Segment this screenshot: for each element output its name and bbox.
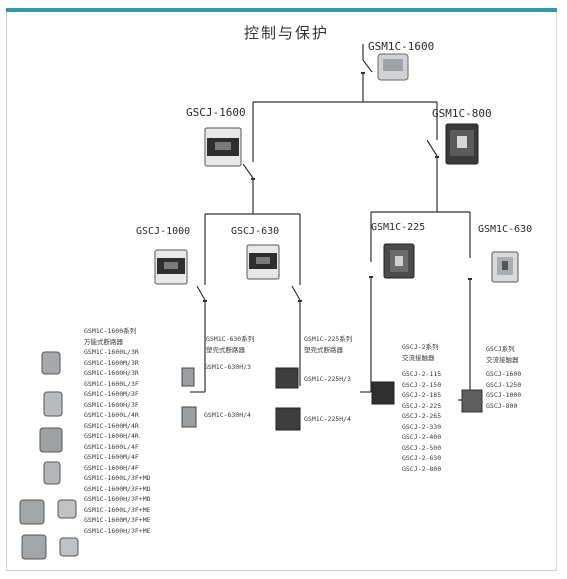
list-item: GSM1C-630H/4	[204, 411, 251, 419]
list-item: GSCJ-2-630	[402, 454, 442, 462]
list-item: GSCJ-2-400	[402, 433, 442, 441]
gscj-heading-1: GSCJ系列	[486, 345, 515, 353]
mccb-630-3p-device	[181, 367, 195, 387]
list-item: GSM1C-1600M/3R	[84, 358, 139, 367]
list-item: GSM1C-225H/3	[304, 375, 351, 383]
list-item: GSCJ-800	[486, 401, 518, 410]
list-item: GSM1C-1600H/3F+MD	[84, 495, 151, 503]
main-breaker-device	[377, 53, 409, 81]
list-item: GSCJ-2-115	[402, 370, 442, 378]
sub-4-device	[491, 251, 519, 283]
list-item: GSCJ-2-800	[402, 464, 442, 473]
sub-1-device	[154, 249, 188, 285]
list-item: GSM1C-1600H/3F+ME	[84, 526, 151, 535]
list-item: GSCJ-2-265	[402, 412, 442, 420]
mccb-225-heading-1: GSM1C-225系列	[304, 335, 353, 343]
list-item: GSCJ-2-500	[402, 443, 442, 452]
mccb-630-group-heading: GSM1C-630系列 塑壳式断路器	[206, 334, 254, 355]
branch-right-device	[445, 123, 479, 165]
diagram-title: 控制与保护	[244, 24, 330, 42]
switch-tick-sub-4	[468, 278, 472, 280]
list-item: GSM1C-1600L/3R	[84, 348, 139, 356]
list-item: GSM1C-1600L/3F+ME	[84, 505, 151, 514]
mccb-630-heading-1: GSM1C-630系列	[206, 335, 255, 343]
list-item: GSM1C-1600H/4F	[84, 463, 139, 472]
label-branch-right: GSM1C-800	[432, 107, 492, 120]
list-item: GSM1C-1600H/4R	[84, 432, 139, 440]
list-item: GSCJ-1600	[486, 370, 522, 378]
label-sub-2: GSCJ-630	[231, 226, 280, 237]
device-icons	[19, 53, 519, 560]
switch-sub-2	[291, 285, 301, 301]
mccb-225-3p-device	[275, 367, 299, 389]
list-item: GSCJ-1250	[486, 380, 522, 389]
switch-main	[362, 59, 373, 73]
switch-tick-main	[361, 72, 365, 74]
list-item: GSCJ-2-150	[402, 380, 442, 389]
list-item: GSM1C-1600M/4F	[84, 453, 139, 461]
list-item: GSM1C-1600M/3F+MD	[84, 484, 151, 493]
branch-left-device	[204, 127, 242, 167]
acb-device-stack	[19, 351, 79, 560]
list-item: GSM1C-1600M/3F+ME	[84, 516, 151, 524]
label-branch-left: GSCJ-1600	[186, 106, 246, 119]
mccb-225-group-heading: GSM1C-225系列 塑壳式断路器	[304, 334, 352, 355]
switch-tick-right	[435, 156, 439, 158]
mccb-225-4p-device	[275, 407, 301, 431]
list-item: GSM1C-1600M/3F	[84, 390, 139, 398]
acb-group-heading-2: 万能式断路器	[84, 337, 123, 346]
frame-top-accent	[6, 8, 557, 12]
list-item: GSM1C-1600L/4F	[84, 442, 139, 451]
contactor-gscj-group: GSCJ系列 交流接触器 GSCJ-1600 GSCJ-1250 GSCJ-10…	[486, 344, 521, 411]
list-item: GSCJ-1000	[486, 391, 522, 399]
switch-tick-sub-2	[298, 300, 302, 302]
switch-tick-sub-1	[203, 300, 207, 302]
list-item: GSM1C-1600L/3F+MD	[84, 474, 151, 482]
list-item: GSM1C-1600M/4R	[84, 421, 139, 430]
list-item: GSM1C-630H/3	[204, 363, 251, 371]
gscj-heading-2: 交流接触器	[486, 355, 519, 364]
mccb-630-4p-device	[181, 406, 197, 428]
mccb-630-heading-2: 塑壳式断路器	[206, 345, 245, 354]
mccb-225-heading-2: 塑壳式断路器	[304, 345, 343, 354]
switch-left-branch	[242, 163, 254, 179]
switch-sub-1	[196, 285, 206, 301]
list-item: GSM1C-1600L/4R	[84, 411, 139, 419]
contactor-cj2-group: GSCJ-2系列 交流接触器 GSCJ-2-115 GSCJ-2-150 GSC…	[402, 342, 441, 474]
list-item: GSCJ-2-185	[402, 391, 442, 399]
label-sub-3: GSM1C-225	[371, 222, 426, 233]
label-sub-4: GSM1C-630	[478, 224, 533, 235]
label-main-breaker: GSM1C-1600	[368, 40, 435, 53]
acb-group: GSM1C-1600系列 万能式断路器 GSM1C-1600L/3R GSM1C…	[84, 326, 151, 536]
list-item: GSM1C-225H/4	[304, 415, 351, 423]
list-item: GSM1C-1600H/3F	[84, 400, 139, 409]
label-sub-1: GSCJ-1000	[136, 226, 191, 237]
cj2-heading-2: 交流接触器	[402, 353, 435, 362]
list-item: GSM1C-1600H/3R	[84, 369, 139, 377]
list-item: GSCJ-2-330	[402, 422, 442, 431]
contactor-cj2-device	[371, 381, 395, 405]
switch-tick-sub-3	[369, 276, 373, 278]
sub-3-device	[383, 243, 415, 279]
cj2-heading-1: GSCJ-2系列	[402, 343, 439, 351]
sub-2-device	[246, 244, 280, 280]
acb-group-heading-1: GSM1C-1600系列	[84, 327, 137, 335]
list-item: GSCJ-2-225	[402, 401, 442, 410]
switch-tick-left	[251, 178, 255, 180]
contactor-gscj-device	[461, 389, 483, 413]
switch-right-branch	[426, 139, 438, 157]
list-item: GSM1C-1600L/3F	[84, 379, 139, 388]
